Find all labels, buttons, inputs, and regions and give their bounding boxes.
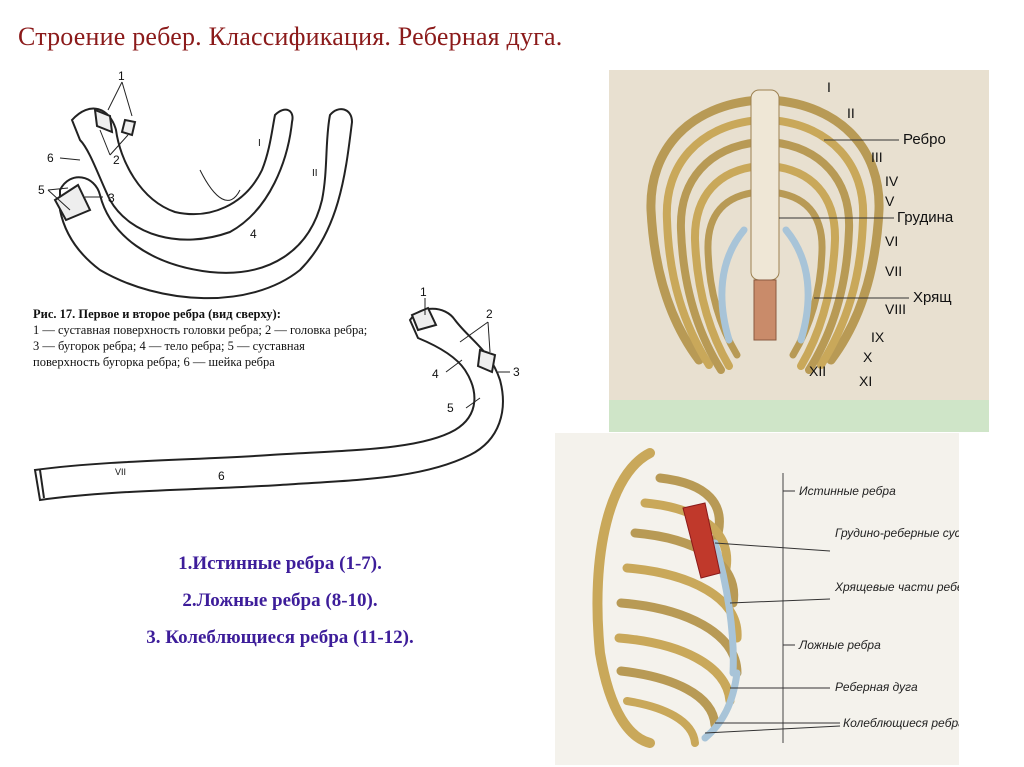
sternum-shape — [750, 89, 780, 281]
label-floating-ribs: Колеблющиеся ребра — [843, 716, 959, 730]
label-cartilage: Хрящ — [913, 289, 952, 306]
label-true-ribs: Истинные ребра — [799, 484, 896, 498]
classification-item-3: 3. Колеблющиеся ребра (11-12). — [146, 627, 414, 648]
rib-roman-XI: XI — [859, 373, 872, 389]
label-cartilage-parts: Хрящевые части ребер — [834, 580, 959, 594]
label-rib: Ребро — [903, 131, 946, 148]
label-false-ribs: Ложные ребра — [798, 638, 881, 652]
rib-roman-I: I — [827, 79, 831, 95]
rib2-label-6: 6 — [218, 469, 225, 483]
rib1-label-5: 5 — [38, 183, 45, 197]
rib1-label-3: 3 — [108, 191, 115, 205]
ribcage-front-svg: I II III IV V VI VII VIII IX X XI XII Ре… — [609, 79, 989, 432]
first-rib-drawing — [70, 107, 294, 241]
label-joints: Грудино-реберные суставы — [835, 526, 959, 540]
ribcage-side-image: Истинные ребра Грудино-реберные суставы … — [555, 433, 959, 765]
lower-rib-drawing — [33, 306, 504, 502]
rib-roman-IX: IX — [871, 329, 885, 345]
rib-roman-III: III — [871, 149, 883, 165]
rib2-label-5: 5 — [447, 401, 454, 415]
rib-drawings-figure: 1 2 3 4 5 6 I II 1 2 3 4 5 6 VII — [33, 69, 520, 502]
caption-body: 1 — суставная поверхность головки ребра;… — [33, 323, 368, 369]
rib-roman-X: X — [863, 349, 873, 365]
rib1-label-6: 6 — [47, 151, 54, 165]
rib1-roman-I: I — [258, 138, 261, 149]
rib1-label-2: 2 — [113, 153, 120, 167]
rib-roman-VII: VII — [885, 263, 902, 279]
second-rib-drawing — [53, 108, 354, 300]
rib2-label-3: 3 — [513, 365, 520, 379]
rib-roman-XII: XII — [809, 363, 826, 379]
classification-item-1: 1.Истинные ребра (1-7). — [178, 553, 382, 574]
rib-roman-IV: IV — [885, 173, 899, 189]
classification-list: 1.Истинные ребра (1-7). 2.Ложные ребра (… — [0, 545, 560, 656]
rib1-label-4: 4 — [250, 227, 257, 241]
rib-roman-VIII: VIII — [885, 301, 906, 317]
classification-item-2: 2.Ложные ребра (8-10). — [182, 590, 378, 611]
rib1-roman-II: II — [312, 168, 318, 179]
rib-roman-V: V — [885, 193, 895, 209]
caption-head: Рис. 17. Первое и второе ребра (вид свер… — [33, 307, 281, 321]
page-title: Строение ребер. Классификация. Реберная … — [18, 22, 563, 51]
sternum-red-shape — [682, 502, 721, 579]
rib2-label-2: 2 — [486, 307, 493, 321]
rib2-roman: VII — [115, 467, 126, 477]
rib2-label-4: 4 — [432, 367, 439, 381]
rib-roman-VI: VI — [885, 233, 898, 249]
rib1-label-1: 1 — [118, 69, 125, 83]
rib-roman-II: II — [847, 105, 855, 121]
rib2-label-1: 1 — [420, 285, 427, 299]
label-costal-arch: Реберная дуга — [835, 680, 918, 694]
ribcage-side-svg: Истинные ребра Грудино-реберные суставы … — [592, 448, 959, 748]
figure-caption: Рис. 17. Первое и второе ребра (вид свер… — [33, 306, 368, 370]
label-sternum: Грудина — [897, 209, 954, 226]
ribcage-front-image: I II III IV V VI VII VIII IX X XI XII Ре… — [609, 70, 989, 432]
